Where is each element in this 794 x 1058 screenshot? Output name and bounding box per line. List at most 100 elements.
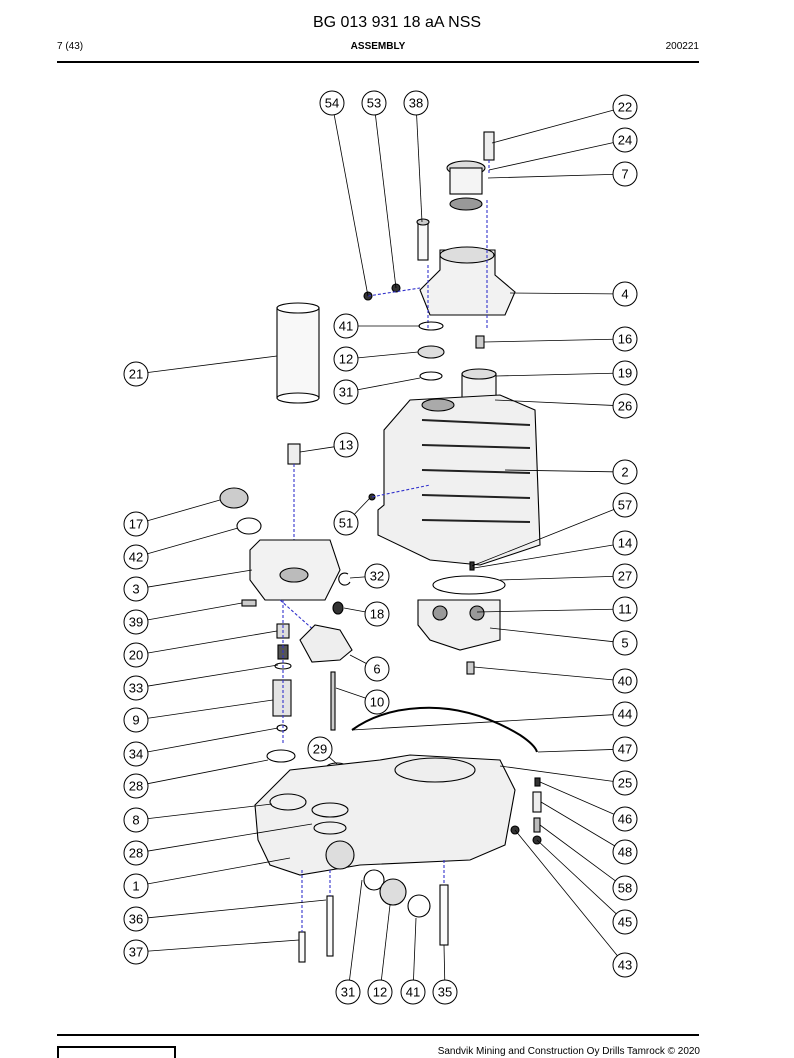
callout-51: 51 <box>333 510 359 536</box>
callout-number: 14 <box>618 536 632 551</box>
callout-number: 58 <box>618 881 632 896</box>
callout-leader-19 <box>495 372 614 377</box>
callout-47: 47 <box>612 736 638 762</box>
callout-circle <box>612 701 638 727</box>
callout-number: 13 <box>339 438 353 453</box>
callout-leader-7 <box>487 173 614 179</box>
callout-circle <box>361 90 387 116</box>
callout-leader-3 <box>147 569 253 588</box>
callout-number: 51 <box>339 516 353 531</box>
callout-circle <box>367 979 393 1005</box>
callout-14: 14 <box>612 530 638 556</box>
callout-leader-16 <box>483 338 614 343</box>
callout-circle <box>612 909 638 935</box>
callout-21: 21 <box>123 361 149 387</box>
callout-37: 37 <box>123 939 149 965</box>
callout-number: 45 <box>618 915 632 930</box>
callout-circle <box>612 530 638 556</box>
callout-leader-22 <box>491 109 614 144</box>
callout-circle <box>612 127 638 153</box>
callout-number: 7 <box>621 167 628 182</box>
callout-29: 29 <box>307 736 333 762</box>
callout-leader-12 <box>357 351 419 359</box>
callout-3: 3 <box>123 576 149 602</box>
callout-40: 40 <box>612 668 638 694</box>
callout-number: 31 <box>341 985 355 1000</box>
callout-42: 42 <box>123 544 149 570</box>
callout-9: 9 <box>123 707 149 733</box>
callout-leader-20 <box>147 630 278 654</box>
callout-34: 34 <box>123 741 149 767</box>
callout-12: 12 <box>333 346 359 372</box>
callout-44: 44 <box>612 701 638 727</box>
callout-leader-34 <box>147 727 279 753</box>
callout-leader-5 <box>489 627 614 643</box>
callout-leader-12 <box>380 904 391 981</box>
callout-leader-44 <box>351 714 614 731</box>
callout-circle <box>123 544 149 570</box>
callout-number: 53 <box>367 96 381 111</box>
callout-circle <box>612 736 638 762</box>
callout-57: 57 <box>612 492 638 518</box>
callout-25: 25 <box>612 770 638 796</box>
sandvik-logo <box>57 1046 176 1058</box>
callout-number: 43 <box>618 958 632 973</box>
callout-circle <box>612 952 638 978</box>
callout-number: 24 <box>618 133 632 148</box>
callout-circle <box>612 806 638 832</box>
callout-leader-14 <box>473 544 614 569</box>
callout-2: 2 <box>612 459 638 485</box>
callout-leaders <box>147 109 618 981</box>
callout-circle <box>319 90 345 116</box>
callout-28: 28 <box>123 773 149 799</box>
callout-number: 48 <box>618 845 632 860</box>
callout-41: 41 <box>333 313 359 339</box>
callout-35: 35 <box>432 979 458 1005</box>
callout-leader-24 <box>488 142 614 171</box>
callout-7: 7 <box>612 161 638 187</box>
callout-number: 46 <box>618 812 632 827</box>
callout-number: 22 <box>618 100 632 115</box>
callout-leader-45 <box>536 839 617 915</box>
callout-18: 18 <box>364 601 390 627</box>
callout-31: 31 <box>335 979 361 1005</box>
callout-leader-33 <box>147 664 279 687</box>
callout-circle <box>612 630 638 656</box>
callout-number: 42 <box>129 550 143 565</box>
callout-circle <box>612 161 638 187</box>
callout-20: 20 <box>123 642 149 668</box>
callout-number: 44 <box>618 707 632 722</box>
callout-circle <box>432 979 458 1005</box>
callout-number: 41 <box>406 985 420 1000</box>
callout-number: 9 <box>132 713 139 728</box>
callout-1: 1 <box>123 873 149 899</box>
callout-leader-43 <box>514 829 618 956</box>
callout-number: 8 <box>132 813 139 828</box>
callout-circle <box>123 675 149 701</box>
callout-circle <box>123 906 149 932</box>
callout-number: 27 <box>618 569 632 584</box>
callout-circle <box>612 360 638 386</box>
callout-circle <box>123 840 149 866</box>
callout-number: 21 <box>129 367 143 382</box>
callout-circle <box>612 770 638 796</box>
callout-circle <box>612 281 638 307</box>
callout-8: 8 <box>123 807 149 833</box>
section-title: ASSEMBLY <box>350 41 406 52</box>
parts-drawing <box>219 131 542 963</box>
callout-24: 24 <box>612 127 638 153</box>
callout-circle <box>612 668 638 694</box>
callout-number: 40 <box>618 674 632 689</box>
callout-leader-1 <box>147 857 291 885</box>
callout-17: 17 <box>123 511 149 537</box>
callout-circle <box>364 656 390 682</box>
callout-leader-54 <box>333 114 369 297</box>
callout-number: 20 <box>129 648 143 663</box>
callout-leader-36 <box>147 899 327 919</box>
callout-circle <box>612 563 638 589</box>
callout-11: 11 <box>612 596 638 622</box>
callout-38: 38 <box>403 90 429 116</box>
callout-leader-17 <box>147 499 221 522</box>
callout-number: 26 <box>618 399 632 414</box>
